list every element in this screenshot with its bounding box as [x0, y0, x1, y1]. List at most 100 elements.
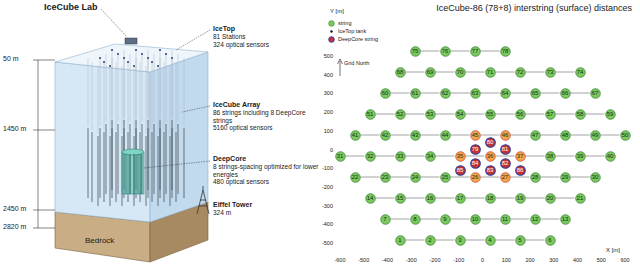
string-node: 50	[620, 130, 631, 141]
annotation-group: DeepCore8 strings-spacing optimized for …	[213, 155, 319, 185]
string-marker	[560, 88, 570, 98]
string-marker	[515, 151, 525, 161]
string-node: 76	[440, 46, 451, 57]
interstring-link	[481, 177, 500, 178]
depth-label: 50 m	[3, 55, 19, 63]
interstring-link	[421, 93, 440, 94]
string-node: 33	[395, 151, 406, 162]
string-node: 45	[470, 130, 481, 141]
string-marker	[545, 151, 555, 161]
string-number: 45	[470, 130, 481, 141]
interstring-link	[406, 240, 425, 241]
string-number: 55	[485, 109, 496, 120]
string-marker	[500, 158, 510, 168]
string-marker	[410, 130, 420, 140]
string-marker	[500, 144, 510, 154]
string-node: 67	[590, 88, 601, 99]
string-node: 20	[545, 193, 556, 204]
string-node: 2	[425, 235, 436, 246]
annotation-heading: IceCube Array	[213, 101, 319, 109]
string-number: 14	[365, 193, 376, 204]
axis-tick: 200	[324, 109, 333, 115]
string-marker	[515, 67, 525, 77]
string-number: 3	[455, 235, 466, 246]
string-node: 23	[380, 172, 391, 183]
annotation-text: 81 Stations	[213, 33, 319, 40]
depth-ruler	[33, 60, 55, 228]
string-node: 77	[470, 46, 481, 57]
deepcore-strings	[126, 154, 141, 194]
string-marker	[440, 46, 450, 56]
string-number: 41	[350, 130, 361, 141]
string-number: 81	[500, 144, 511, 155]
string-number: 75	[410, 46, 421, 57]
string-node: 43	[410, 130, 421, 141]
deepcore-string: 86	[515, 165, 526, 176]
interstring-link	[526, 156, 545, 157]
deepcore-string: 84	[470, 158, 481, 169]
string-node: 46	[500, 130, 511, 141]
interstring-link	[346, 156, 365, 157]
annotation-group: IceCube Array86 strings including 8 Deep…	[213, 101, 319, 131]
string-number: 83	[485, 165, 496, 176]
string-number: 25	[440, 172, 451, 183]
string-number: 79	[470, 144, 481, 155]
interstring-link	[421, 135, 440, 136]
string-node: 59	[605, 109, 616, 120]
string-number: 46	[500, 130, 511, 141]
string-node: 63	[470, 88, 481, 99]
string-marker	[425, 193, 435, 203]
string-number: 34	[425, 151, 436, 162]
string-node: 9	[440, 214, 451, 225]
string-node: 70	[455, 67, 466, 78]
axis-tick: -400	[322, 221, 333, 227]
string-marker	[560, 172, 570, 182]
legend-text: IceTop tank	[338, 28, 366, 34]
string-marker	[575, 67, 585, 77]
string-marker	[500, 46, 510, 56]
annotation-text: 8 strings-spacing optimized for lower en…	[213, 163, 319, 178]
axis-tick: -500	[322, 240, 333, 246]
interstring-link	[361, 177, 380, 178]
string-number: 21	[575, 193, 586, 204]
axis-tick: 200	[525, 257, 534, 263]
string-marker	[455, 67, 465, 77]
string-number: 24	[410, 172, 421, 183]
axis-tick: 400	[324, 72, 333, 78]
string-node: 5	[515, 235, 526, 246]
string-marker	[530, 88, 540, 98]
annotation-text: 86 strings including 8 DeepCore strings	[213, 109, 319, 124]
string-number: 48	[560, 130, 571, 141]
string-marker	[470, 144, 480, 154]
string-marker	[485, 165, 495, 175]
interstring-link	[466, 72, 485, 73]
string-marker	[470, 88, 480, 98]
string-marker	[575, 109, 585, 119]
string-marker	[575, 151, 585, 161]
string-number: 66	[560, 88, 571, 99]
string-marker	[470, 172, 480, 182]
string-marker	[365, 151, 375, 161]
string-node: 61	[410, 88, 421, 99]
deepcore-string: 79	[470, 144, 481, 155]
string-node: 72	[515, 67, 526, 78]
axis-tick: -100	[322, 165, 333, 171]
string-number: 51	[365, 109, 376, 120]
axis-title: X [m]	[606, 247, 620, 254]
string-marker	[515, 165, 525, 175]
deepcore-string: 81	[500, 144, 511, 155]
interstring-link	[406, 114, 425, 115]
string-node: 18	[485, 193, 496, 204]
axis-tick: -100	[453, 257, 464, 263]
string-node: 27	[500, 172, 511, 183]
interstring-link	[556, 198, 575, 199]
string-number: 57	[545, 109, 556, 120]
string-node: 65	[530, 88, 541, 99]
string-node: 28	[530, 172, 541, 183]
string-node: 16	[425, 193, 436, 204]
string-node: 66	[560, 88, 571, 99]
string-node: 10	[470, 214, 481, 225]
interstring-link	[571, 135, 590, 136]
string-node: 6	[545, 235, 556, 246]
